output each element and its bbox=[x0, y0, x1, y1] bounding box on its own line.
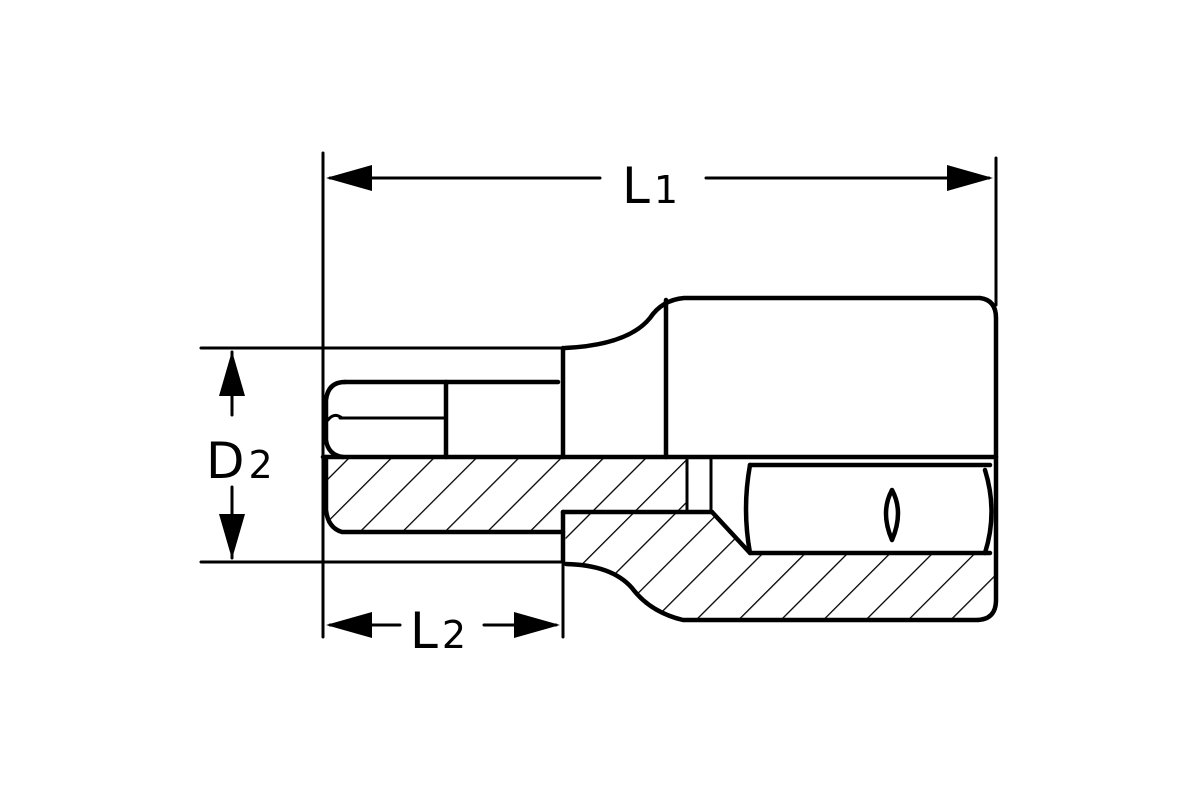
socket-outline bbox=[320, 295, 999, 623]
extension-lines bbox=[199, 151, 998, 639]
section-hatching bbox=[323, 457, 996, 620]
